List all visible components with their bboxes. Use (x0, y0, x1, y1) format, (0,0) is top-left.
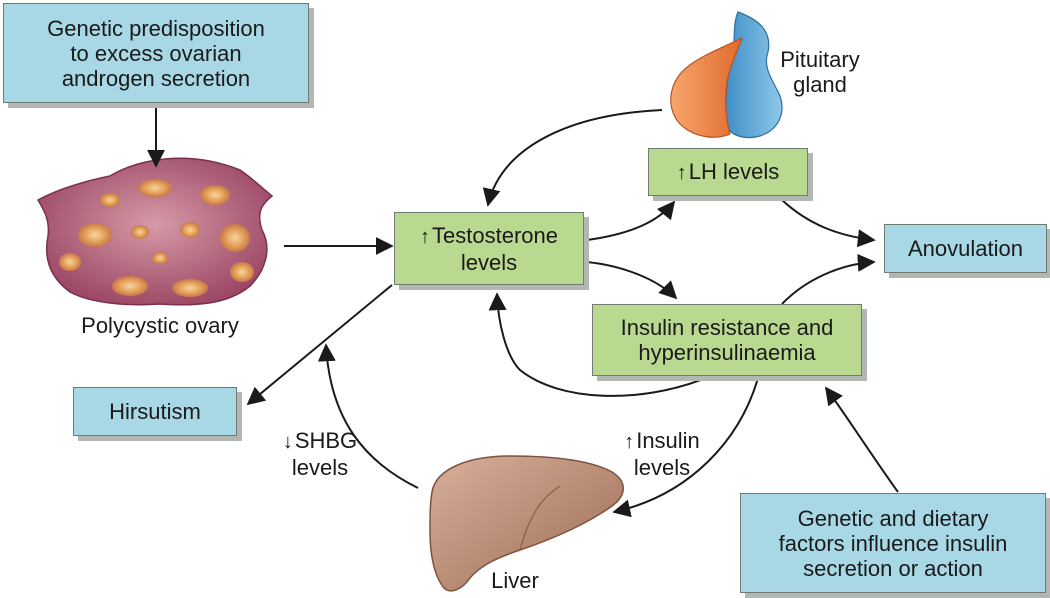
genetic-predisposition-line-1: Genetic predisposition (47, 15, 265, 41)
increase-arrow-icon (624, 431, 634, 453)
hirsutism-box: Hirsutism (73, 387, 237, 436)
hirsutism-label: Hirsutism (109, 399, 201, 424)
anovulation-label: Anovulation (908, 236, 1023, 261)
arrow-genetic-dietary-to-insulin-resistance (824, 386, 899, 493)
genetic-predisposition-box: Genetic predisposition to excess ovarian… (3, 3, 309, 103)
pituitary-line-2: gland (793, 72, 847, 97)
genetic-dietary-line-1: Genetic and dietary (797, 505, 989, 531)
arrow-testosterone-to-hirsutism (246, 284, 393, 406)
arrow-insulin-resistance-to-testosterone (488, 292, 707, 397)
testosterone-text: Testosterone (432, 222, 558, 248)
insulin-resistance-line-2: hyperinsulinaemia (638, 340, 816, 365)
ovary-illustration (36, 157, 274, 306)
insulin-levels-label: Insulin levels (612, 428, 712, 480)
arrow-pituitary-to-testosterone (482, 109, 663, 207)
increase-arrow-icon (677, 162, 687, 184)
liver-label: Liver (470, 568, 560, 593)
arrow-liver-to-testosterone (317, 343, 419, 489)
testosterone-levels-box: Testosterone levels (394, 212, 584, 285)
insulin-levels-line-2: levels (633, 455, 691, 480)
increase-arrow-icon (420, 226, 430, 248)
insulin-resistance-box: Insulin resistance and hyperinsulinaemia (592, 304, 862, 376)
testosterone-line-2: levels (460, 249, 518, 275)
shbg-line-2: levels (291, 455, 349, 480)
insulin-levels-line-1: Insulin (612, 428, 712, 455)
anovulation-box: Anovulation (884, 224, 1047, 273)
liver-text: Liver (491, 568, 539, 593)
lh-levels-label: LH levels (677, 159, 779, 186)
lh-levels-box: LH levels (648, 148, 808, 196)
arrow-testosterone-to-insulin-resistance (586, 261, 678, 300)
testosterone-line-1: Testosterone (420, 223, 558, 250)
arrow-insulin-resistance-to-anovulation (781, 253, 876, 305)
insulin-resistance-line-1: Insulin resistance and (620, 315, 834, 340)
pituitary-label: Pituitary gland (770, 47, 870, 97)
pituitary-line-1: Pituitary (780, 47, 860, 72)
lh-levels-text: LH levels (688, 158, 780, 184)
genetic-dietary-line-2: factors influence insulin (778, 530, 1008, 556)
arrow-lh-to-anovulation (781, 199, 876, 248)
decrease-arrow-icon (283, 431, 293, 453)
pituitary-illustration (670, 11, 783, 139)
genetic-dietary-box: Genetic and dietary factors influence in… (740, 493, 1046, 593)
genetic-predisposition-line-2: to excess ovarian (70, 40, 242, 66)
insulin-levels-text: Insulin (636, 428, 700, 453)
liver-illustration (429, 455, 624, 592)
arrow-testosterone-to-lh (586, 200, 676, 241)
arrow-insulin-resistance-to-liver (612, 377, 759, 518)
genetic-dietary-line-3: secretion or action (803, 555, 983, 581)
genetic-predisposition-line-3: androgen secretion (61, 65, 251, 91)
shbg-text: SHBG (294, 428, 358, 453)
shbg-line-1: SHBG (270, 428, 370, 455)
polycystic-ovary-text: Polycystic ovary (81, 313, 239, 338)
polycystic-ovary-label: Polycystic ovary (40, 313, 280, 338)
shbg-levels-label: SHBG levels (270, 428, 370, 480)
